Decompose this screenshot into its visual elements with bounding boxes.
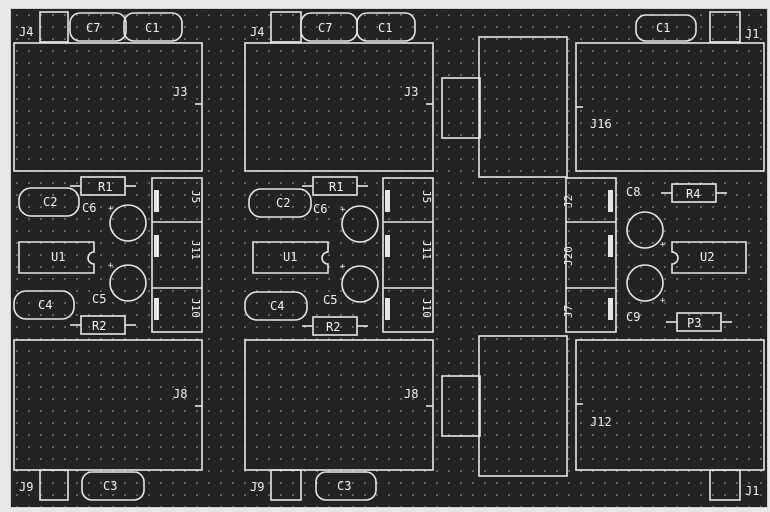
label-j8-left: J8 [173,387,187,401]
label-j16: J16 [590,117,612,131]
label-c3-left: C3 [103,479,117,493]
pad-j1-top [709,11,741,43]
label-c1-left: C1 [145,21,159,35]
label-j7: J7 [562,305,575,318]
u1-center-outline [252,241,329,274]
pad-j4-left [39,11,69,43]
c9-outline [626,264,664,302]
label-j10-center: J10 [420,298,433,318]
label-j1-bottom: J1 [745,484,759,498]
label-c2-left: C2 [43,195,57,209]
c6-center-outline [341,205,379,243]
plus-c6-center: + [340,205,346,215]
label-c8: C8 [626,185,640,199]
pad-center-tab-bottom [441,375,481,437]
pad-j3-left [13,42,203,172]
label-c5-center: C5 [323,293,337,307]
plus-c8: + [660,240,666,250]
label-j3-center: J3 [404,85,418,99]
plus-c9: + [660,296,666,306]
pad-j8-left [13,339,203,471]
label-j1-top: J1 [745,27,759,41]
label-c6-left: C6 [82,201,96,215]
label-j4-left: J4 [19,25,33,39]
label-c1-right: C1 [656,21,670,35]
c5-left-outline [109,264,147,302]
label-c1-center: C1 [378,21,392,35]
label-j4-center: J4 [250,25,264,39]
j2-j20-j7-outline [565,177,617,333]
c2-left-outline [18,187,80,217]
label-j9-left: J9 [19,480,33,494]
label-c9: C9 [626,310,640,324]
label-c5-left: C5 [92,292,106,306]
plus-c5-left: + [108,261,114,271]
label-u1-center: U1 [283,250,297,264]
pad-center-bottom [478,335,568,477]
label-j20: J20 [562,246,575,266]
label-j12: J12 [590,415,612,429]
j5-j11-j10-center-outline [382,177,434,333]
label-j11-left: J11 [189,240,202,260]
label-j9-center: J9 [250,480,264,494]
label-r1-center: R1 [329,180,343,194]
plus-c6-left: + [108,204,114,214]
c4-center-outline [244,291,308,321]
label-u1-left: U1 [51,250,65,264]
c6-left-outline [109,204,147,242]
label-j10-left: J10 [189,298,202,318]
label-c7-center: C7 [318,21,332,35]
c3-center-outline [315,471,377,501]
u2-outline [671,241,747,274]
c7-left-outline [69,12,127,42]
pad-j4-center [270,11,302,43]
label-c4-left: C4 [38,298,52,312]
plus-c5-center: + [340,262,346,272]
pcb-board [10,8,768,508]
label-c4-center: C4 [270,299,284,313]
pad-j1-bottom [709,469,741,501]
label-c7-left: C7 [86,21,100,35]
label-j5-left: J5 [189,190,202,203]
c1-right-outline [635,14,697,42]
j5-j11-j10-left-outline [151,177,203,333]
pad-center-top [478,36,568,178]
label-u2: U2 [700,250,714,264]
c1-center-outline [356,12,416,42]
pad-j16 [575,42,765,172]
u1-left-outline [18,241,95,274]
c5-center-outline [341,265,379,303]
label-r2-left: R2 [92,319,106,333]
label-j11-center: J11 [420,240,433,260]
c8-outline [626,211,664,249]
label-c6-center: C6 [313,202,327,216]
label-c3-center: C3 [337,479,351,493]
pad-j3-center [244,42,434,172]
label-p3: P3 [687,316,701,330]
pad-j9-center [270,469,302,501]
label-j8-center: J8 [404,387,418,401]
label-c2-center: C2 [276,196,290,210]
c2-center-outline [248,188,312,218]
pad-j9-left [39,469,69,501]
label-r1-left: R1 [98,180,112,194]
c4-left-outline [13,290,75,320]
label-j3-left: J3 [173,85,187,99]
label-j2: J2 [562,195,575,208]
c1-left-outline [123,12,183,42]
pad-center-tab-top [441,77,481,139]
label-j5-center: J5 [420,190,433,203]
label-r2-center: R2 [326,320,340,334]
c3-left-outline [81,471,145,501]
label-r4: R4 [686,187,700,201]
pad-j8-center [244,339,434,471]
pad-j12 [575,339,765,471]
